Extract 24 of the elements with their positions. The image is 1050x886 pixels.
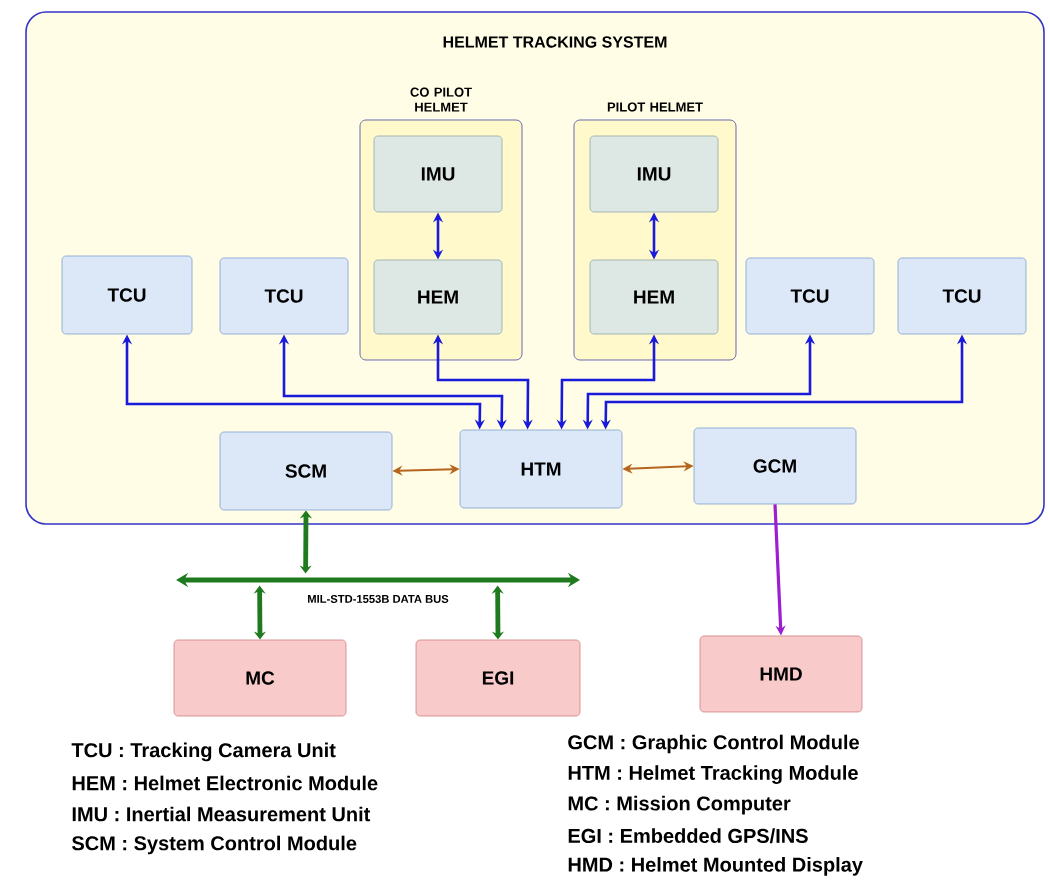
process-box: IMU [373, 135, 503, 213]
glossary-entry: TCU : Tracking Camera Unit [71, 742, 336, 762]
process-box: MC [173, 639, 347, 717]
process-box: GCM [693, 427, 857, 505]
glossary-entry: GCM : Graphic Control Module [568, 734, 859, 754]
glossary-entry: SCM : System Control Module [71, 835, 357, 855]
process-box: HMD [699, 635, 863, 713]
glossary-entry: MC : Mission Computer [568, 795, 791, 815]
glossary-entry: HTM : Helmet Tracking Module [568, 765, 858, 784]
glossary-entry: HMD : Helmet Mounted Display [568, 857, 863, 876]
process-box: TCU [745, 257, 875, 335]
process-box: HTM [459, 429, 623, 509]
system-title: HELMET TRACKING SYSTEM [443, 36, 667, 48]
process-box: HEM [373, 259, 503, 335]
process-box: HEM [589, 259, 719, 335]
glossary-entry: IMU : Inertial Measurement Unit [72, 806, 371, 822]
process-box: TCU [219, 257, 349, 335]
glossary-entry: HEM : Helmet Electronic Module [72, 775, 378, 791]
process-box: EGI [415, 639, 581, 717]
process-box: TCU [897, 257, 1027, 335]
process-box: SCM [219, 431, 393, 511]
process-box: IMU [589, 135, 719, 213]
glossary-entry: EGI : Embedded GPS/INS [568, 828, 808, 844]
process-box: TCU [61, 255, 193, 335]
